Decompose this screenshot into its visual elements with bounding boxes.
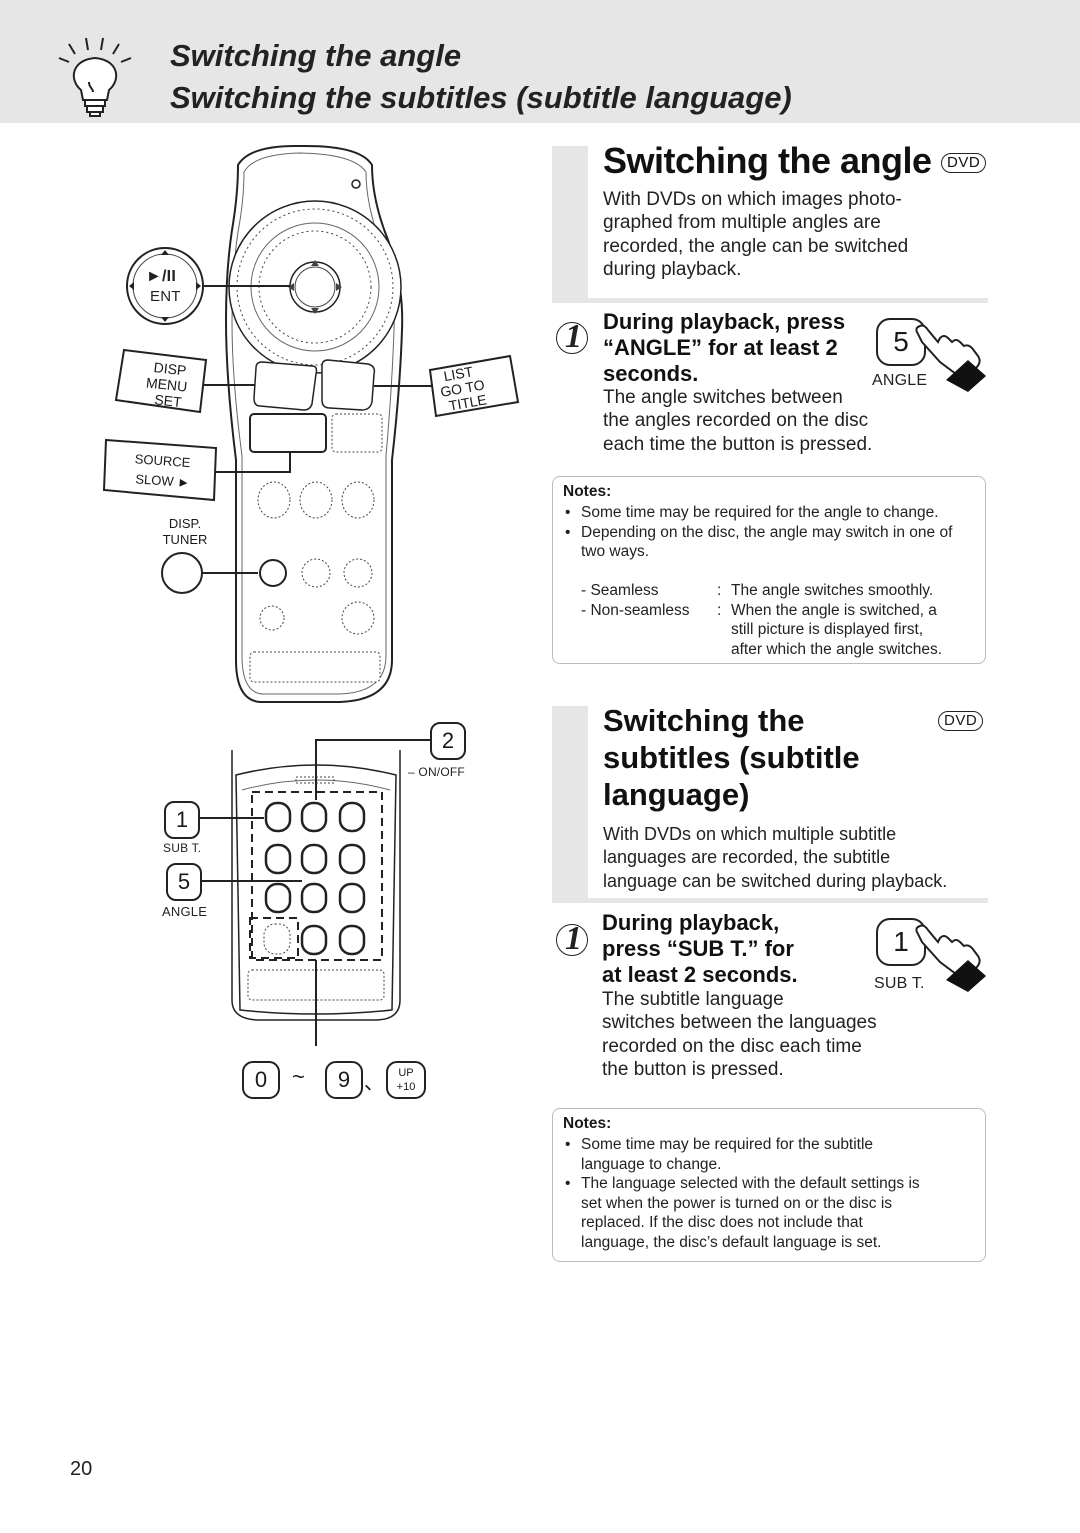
mode-desc: after which the angle switches. bbox=[731, 640, 943, 658]
page-title-subtitles: Switching the subtitles (subtitle langua… bbox=[170, 80, 792, 115]
play-pause-label: ►/II bbox=[146, 268, 176, 285]
mode-term: - Seamless bbox=[581, 582, 659, 599]
plus10-label: +10 bbox=[396, 1081, 416, 1093]
callout-key-1: 1 bbox=[164, 801, 200, 839]
angle-step-heading-line: During playback, press bbox=[603, 309, 846, 334]
note-line: The language selected with the default s… bbox=[581, 1175, 920, 1192]
subtitle-intro: With DVDs on which multiple subtitle lan… bbox=[603, 823, 947, 893]
angle-intro-line: during playback. bbox=[603, 259, 742, 281]
subtitle-title-line: subtitles (subtitle bbox=[603, 740, 860, 775]
key-separator: 、 bbox=[364, 1072, 384, 1094]
step-number: 1 bbox=[565, 920, 582, 957]
subtitle-section-bar bbox=[552, 706, 588, 902]
angle-step-heading-line: seconds. bbox=[603, 361, 699, 386]
angle-step-heading: During playback, press “ANGLE” for at le… bbox=[603, 309, 845, 387]
subtitle-title-line: language) bbox=[603, 777, 750, 812]
remote-control-illustration bbox=[102, 144, 520, 1046]
mode-term: - Non-seamless bbox=[581, 601, 690, 619]
subtitle-section-title: Switching the subtitles (subtitle langua… bbox=[603, 702, 860, 813]
angle-step-body-line: the angles recorded on the disc bbox=[603, 410, 869, 432]
subtitle-step-body-line: the button is pressed. bbox=[602, 1059, 784, 1081]
subtitle-notes-list: Some time may be required for the subtit… bbox=[563, 1135, 979, 1252]
callout-key-2: 2 bbox=[430, 722, 466, 760]
sub-t-button-icon: 1 bbox=[876, 918, 926, 966]
pressing-hand-icon bbox=[915, 324, 986, 392]
subtitle-step-body-line: The subtitle language bbox=[602, 989, 784, 1010]
source-slow-labels: SOURCE SLOW ► bbox=[133, 449, 216, 494]
subtitle-step-heading-line: press “SUB T.” for bbox=[602, 936, 794, 961]
step-circle bbox=[556, 322, 588, 354]
subtitle-notes-box: Notes: Some time may be required for the… bbox=[552, 1108, 986, 1262]
angle-title-text: Switching the angle bbox=[603, 140, 932, 181]
notes-title: Notes: bbox=[563, 1115, 612, 1132]
subtitle-intro-line: With DVDs on which multiple subtitle bbox=[603, 824, 897, 844]
disp-dot-label: DISP. bbox=[168, 516, 202, 531]
angle-section-rule bbox=[552, 298, 988, 303]
mode-desc: When the angle is switched, a bbox=[731, 601, 937, 619]
sub-t-label: SUB T. bbox=[163, 841, 202, 855]
range-tilde: ~ bbox=[292, 1064, 305, 1089]
angle-step-heading-line: “ANGLE” for at least 2 bbox=[603, 335, 838, 360]
subtitle-step-heading: During playback, press “SUB T.” for at l… bbox=[602, 910, 798, 988]
up-label: UP bbox=[398, 1067, 414, 1079]
subtitle-step-heading-line: at least 2 seconds. bbox=[602, 962, 798, 987]
angle-intro: With DVDs on which images photo- graphed… bbox=[603, 188, 908, 282]
angle-notes-list: Some time may be required for the angle … bbox=[563, 503, 975, 562]
subtitle-step-heading-line: During playback, bbox=[602, 910, 780, 935]
subtitle-step-body-line: recorded on the disc each time bbox=[602, 1035, 862, 1057]
sub-t-button-label: SUB T. bbox=[874, 975, 925, 992]
lightbulb-icon bbox=[58, 37, 132, 117]
angle-step-body-line: The angle switches between bbox=[603, 387, 843, 408]
subtitle-intro-line: languages are recorded, the subtitle bbox=[603, 847, 891, 868]
note-item: Depending on the disc, the angle may swi… bbox=[563, 523, 975, 562]
note-item: The language selected with the default s… bbox=[563, 1174, 979, 1252]
ent-label: ENT bbox=[150, 288, 181, 305]
angle-step-body: The angle switches between the angles re… bbox=[603, 386, 872, 456]
note-item: Some time may be required for the angle … bbox=[563, 503, 975, 523]
page-number: 20 bbox=[70, 1458, 93, 1480]
angle-section-bar bbox=[552, 146, 588, 302]
page-title-angle: Switching the angle bbox=[170, 38, 462, 73]
angle-notes-box: Notes: Some time may be required for the… bbox=[552, 476, 986, 664]
on-off-label: – ON/OFF bbox=[408, 765, 465, 779]
angle-intro-line: recorded, the angle can be switched bbox=[603, 235, 909, 257]
angle-intro-line: With DVDs on which images photo- bbox=[603, 189, 902, 210]
angle-label-remote: ANGLE bbox=[162, 904, 208, 919]
angle-section-title: Switching the angle DVD bbox=[603, 140, 987, 182]
tuner-label: TUNER bbox=[162, 532, 208, 547]
note-line: Some time may be required for the subtit… bbox=[581, 1136, 874, 1153]
key-9: 9 bbox=[325, 1061, 363, 1099]
mode-desc: The angle switches smoothly. bbox=[731, 582, 934, 599]
disp-menu-set-labels: DISP MENU SET bbox=[144, 358, 219, 413]
page-header: Switching the angle Switching the subtit… bbox=[0, 0, 1080, 123]
subtitle-title-line: Switching the bbox=[603, 703, 805, 738]
dvd-badge: DVD bbox=[941, 153, 987, 173]
key-0: 0 bbox=[242, 1061, 280, 1099]
angle-button-label: ANGLE bbox=[872, 372, 928, 389]
mode-sep: : bbox=[717, 582, 722, 599]
subtitle-step-body: The subtitle language switches between t… bbox=[602, 988, 877, 1082]
pressing-hand-icon bbox=[915, 924, 986, 992]
step-circle bbox=[556, 924, 588, 956]
note-line: language, the disc’s default language is… bbox=[581, 1233, 882, 1251]
angle-step-body-line: each time the button is pressed. bbox=[603, 433, 873, 455]
angle-intro-line: graphed from multiple angles are bbox=[603, 212, 881, 234]
step-number: 1 bbox=[565, 318, 582, 355]
mode-desc: still picture is displayed first, bbox=[731, 621, 924, 638]
subtitle-step-body-line: switches between the languages bbox=[602, 1012, 877, 1034]
subtitle-section-rule bbox=[552, 898, 988, 903]
notes-title: Notes: bbox=[563, 483, 612, 500]
note-item: Some time may be required for the subtit… bbox=[563, 1135, 979, 1174]
key-up-plus10: UP +10 bbox=[386, 1061, 426, 1099]
note-line: set when the power is turned on or the d… bbox=[581, 1194, 893, 1212]
subtitle-intro-line: language can be switched during playback… bbox=[603, 870, 948, 891]
disp-tuner-labels: DISP. TUNER bbox=[150, 516, 220, 548]
mode-sep: : bbox=[717, 601, 722, 619]
dvd-badge: DVD bbox=[938, 711, 984, 731]
note-line: replaced. If the disc does not include t… bbox=[581, 1214, 863, 1231]
callout-key-5: 5 bbox=[166, 863, 202, 901]
note-line: language to change. bbox=[581, 1155, 722, 1173]
